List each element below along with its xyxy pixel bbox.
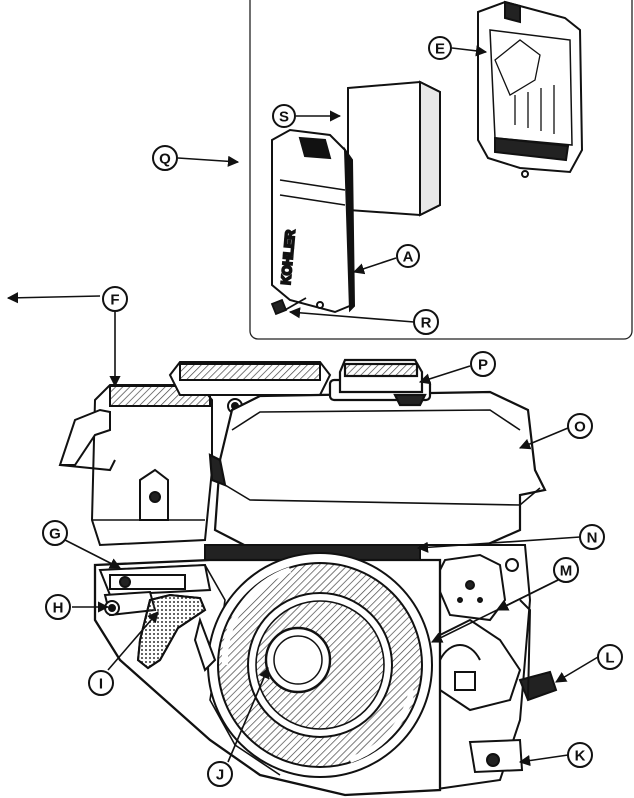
callout-Q: Q bbox=[152, 145, 178, 171]
svg-text:N: N bbox=[587, 530, 598, 547]
svg-text:O: O bbox=[574, 419, 586, 436]
svg-text:Q: Q bbox=[159, 151, 171, 168]
air-cleaner-base bbox=[477, 0, 584, 178]
foam-element bbox=[347, 80, 441, 217]
engine-block bbox=[204, 544, 558, 792]
leader-G bbox=[64, 539, 121, 569]
callout-S: S bbox=[272, 104, 296, 128]
svg-text:S: S bbox=[279, 109, 289, 126]
svg-text:P: P bbox=[478, 357, 488, 374]
leader-L bbox=[555, 656, 599, 683]
leader-K bbox=[518, 754, 569, 767]
fuel-tank bbox=[208, 358, 547, 554]
leader-lines bbox=[6, 45, 599, 767]
callout-N: N bbox=[579, 524, 605, 550]
brand-logo: KOHLER bbox=[278, 229, 298, 286]
leader-N bbox=[416, 536, 581, 553]
leader-J bbox=[227, 666, 270, 763]
callout-I: I bbox=[88, 670, 114, 696]
leader-F-left bbox=[6, 292, 101, 304]
leader-M-2 bbox=[496, 579, 559, 611]
callout-K: K bbox=[567, 742, 593, 768]
leader-I bbox=[107, 611, 159, 671]
callout-G: G bbox=[42, 520, 68, 546]
svg-text:F: F bbox=[110, 292, 119, 309]
leader-O bbox=[518, 427, 569, 450]
wing-nut bbox=[270, 297, 307, 316]
svg-text:R: R bbox=[421, 315, 432, 332]
leader-E bbox=[451, 45, 488, 57]
cylinder-shroud bbox=[58, 384, 213, 547]
callout-A: A bbox=[396, 244, 420, 268]
leader-Q bbox=[177, 155, 240, 167]
svg-text:L: L bbox=[605, 650, 614, 667]
callout-L: L bbox=[597, 644, 623, 670]
air-cleaner-cover: KOHLER bbox=[271, 128, 356, 314]
callout-P: P bbox=[470, 351, 496, 377]
callout-J: J bbox=[207, 761, 233, 787]
callout-R: R bbox=[413, 309, 439, 335]
leader-A bbox=[352, 257, 397, 275]
callout-F: F bbox=[102, 286, 128, 312]
callout-O: O bbox=[567, 413, 593, 439]
leader-R bbox=[288, 307, 415, 323]
svg-text:M: M bbox=[560, 563, 573, 580]
callout-M: M bbox=[553, 557, 579, 583]
svg-text:J: J bbox=[216, 767, 224, 784]
leader-P bbox=[418, 365, 471, 385]
svg-text:A: A bbox=[403, 249, 414, 266]
svg-text:K: K bbox=[575, 748, 586, 765]
svg-text:H: H bbox=[53, 600, 64, 617]
recoil-grille bbox=[207, 552, 433, 778]
air-filter-inset-frame bbox=[249, 0, 633, 340]
callout-E: E bbox=[428, 36, 452, 60]
svg-text:G: G bbox=[49, 526, 61, 543]
callout-H: H bbox=[45, 594, 71, 620]
svg-text:I: I bbox=[99, 676, 103, 693]
svg-text:E: E bbox=[435, 41, 445, 58]
